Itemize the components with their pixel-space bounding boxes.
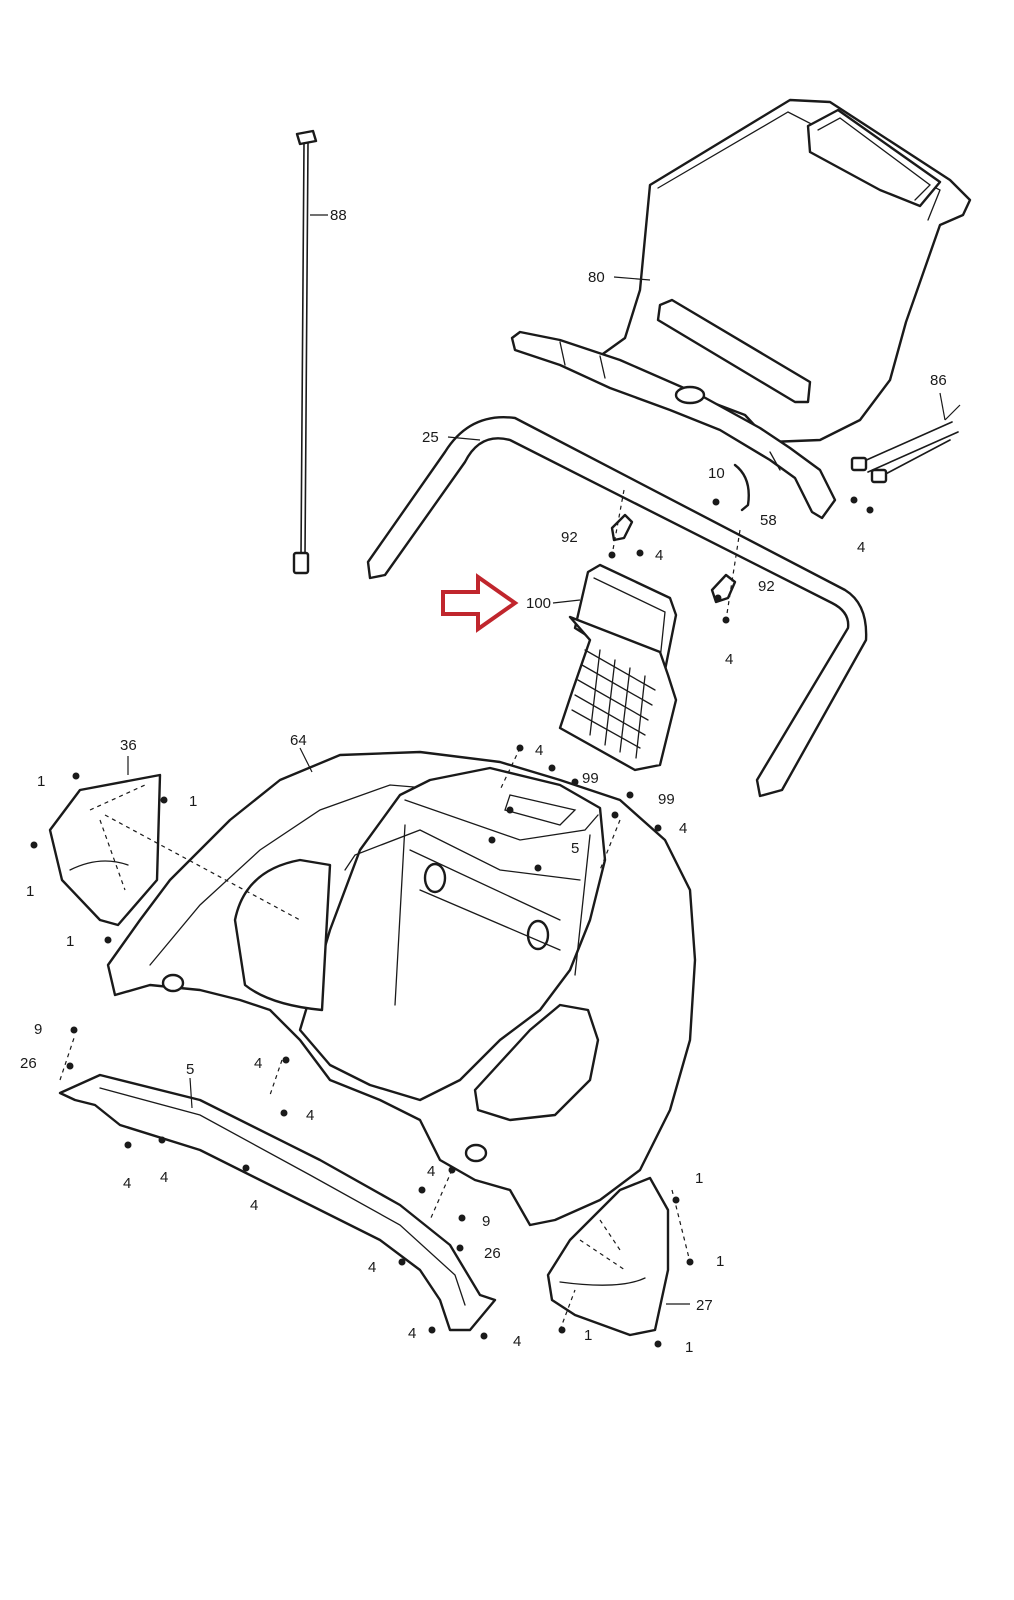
callout-4: 4 [160, 1169, 168, 1186]
part-80-console-cover [510, 98, 972, 520]
callout-4: 4 [655, 547, 663, 564]
callout-4: 4 [123, 1175, 131, 1192]
callout-4: 4 [857, 539, 865, 556]
callout-58: 58 [760, 512, 777, 529]
callout-26: 26 [20, 1055, 37, 1072]
callout-4: 4 [250, 1197, 258, 1214]
callout-99: 99 [658, 791, 675, 808]
callout-36: 36 [120, 737, 137, 754]
callout-4: 4 [408, 1325, 416, 1342]
callout-1: 1 [37, 773, 45, 790]
callout-1: 1 [685, 1339, 693, 1356]
callout-1: 1 [695, 1170, 703, 1187]
callout-1: 1 [66, 933, 74, 950]
callout-26: 26 [484, 1245, 501, 1262]
callout-1: 1 [189, 793, 197, 810]
part-64-hood [106, 747, 697, 1227]
part-36-left-side-cover [48, 756, 162, 927]
part-5-front-rail [58, 1073, 497, 1332]
part-86-wire-rod [850, 392, 961, 484]
callout-4: 4 [254, 1055, 262, 1072]
callout-80: 80 [588, 269, 605, 286]
callout-labels: 88 80 86 25 10 58 4 92 4 100 92 4 36 64 … [20, 207, 947, 1356]
callout-4: 4 [679, 820, 687, 837]
callout-99: 99 [582, 770, 599, 787]
callout-4: 4 [725, 651, 733, 668]
highlight-arrow [441, 573, 519, 633]
part-27-right-side-cover [546, 1176, 690, 1337]
callout-86: 86 [930, 372, 947, 389]
callout-4: 4 [513, 1333, 521, 1350]
callout-5: 5 [571, 840, 579, 857]
callout-9: 9 [482, 1213, 490, 1230]
callout-88: 88 [330, 207, 347, 224]
callout-4: 4 [306, 1107, 314, 1124]
part-25-upright-tube [366, 416, 868, 798]
callout-10: 10 [708, 465, 725, 482]
callout-1: 1 [584, 1327, 592, 1344]
callout-27: 27 [696, 1297, 713, 1314]
part-100-console-bracket [552, 563, 678, 772]
callout-64: 64 [290, 732, 307, 749]
callout-100: 100 [526, 595, 551, 612]
callout-25: 25 [422, 429, 439, 446]
callout-4: 4 [535, 742, 543, 759]
callout-5: 5 [186, 1061, 194, 1078]
callout-92: 92 [758, 578, 775, 595]
callout-1: 1 [26, 883, 34, 900]
small-hardware [30, 463, 874, 1348]
callout-9: 9 [34, 1021, 42, 1038]
callout-4: 4 [368, 1259, 376, 1276]
part-88-wire-harness [292, 129, 328, 575]
callout-1: 1 [716, 1253, 724, 1270]
callout-92: 92 [561, 529, 578, 546]
callout-4: 4 [427, 1163, 435, 1180]
